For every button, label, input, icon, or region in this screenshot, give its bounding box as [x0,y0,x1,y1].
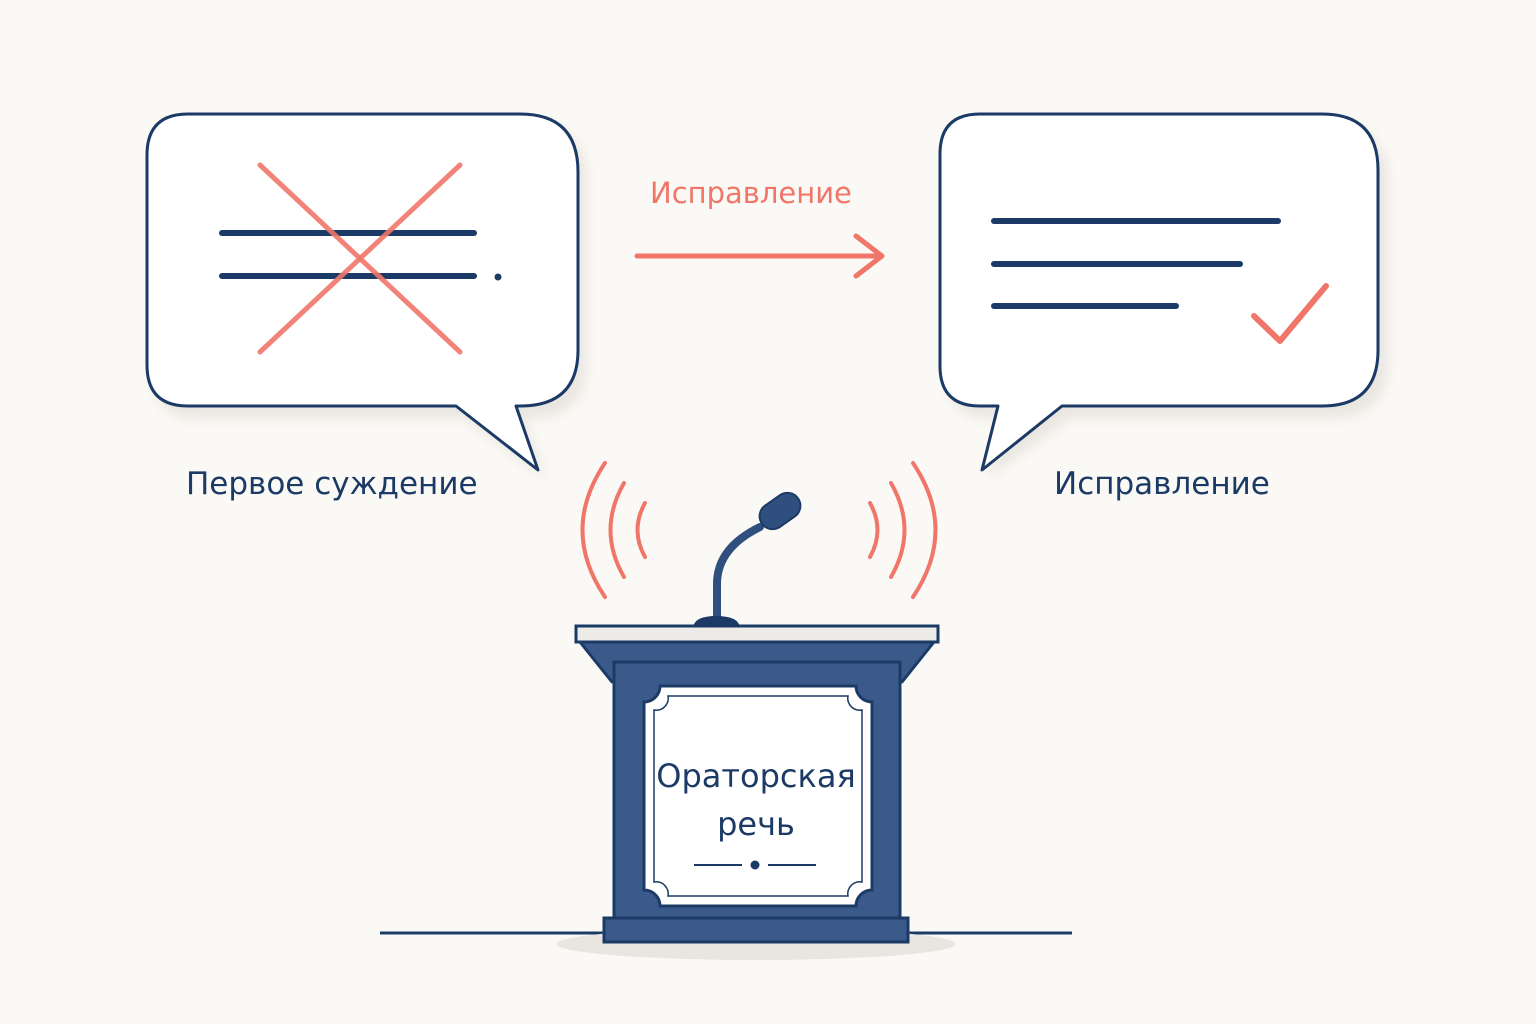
podium-text-line1: Ораторская [656,757,856,795]
cross-mark-icon [257,162,463,355]
sound-waves-left-icon [580,461,647,599]
podium-plaque [642,684,874,908]
sound-waves-right-icon [868,461,938,599]
podium [574,624,940,944]
correction-label: Исправление [1054,466,1270,502]
microphone-icon [693,491,802,627]
plaque-ornament [694,860,816,870]
podium-text-line2: речь [717,805,795,843]
podium-plaque-text: Ораторская речь [646,752,866,848]
arrow-label: Исправление [650,176,852,210]
checkmark-icon [1251,283,1329,344]
correction-bubble [938,112,1388,478]
correction-arrow [634,233,885,279]
corrected-text-lines [991,218,1281,309]
first-statement-bubble [145,112,586,478]
first-statement-label: Первое суждение [186,466,478,502]
crossed-out-text-lines [219,230,502,281]
